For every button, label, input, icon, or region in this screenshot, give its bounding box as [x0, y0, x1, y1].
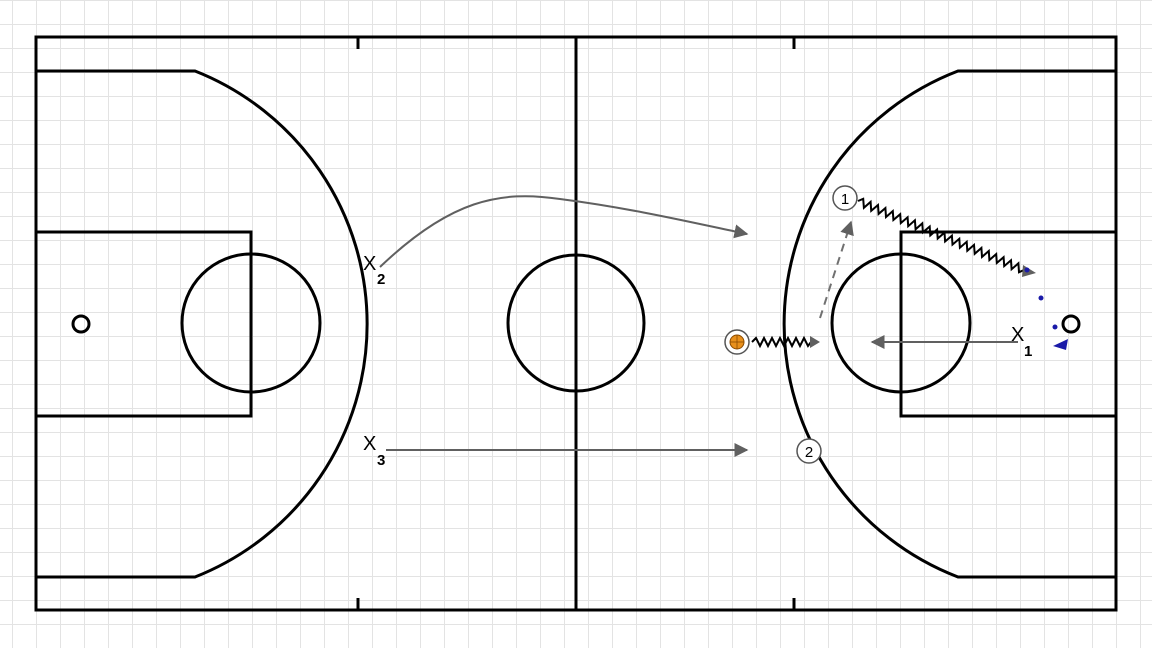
defense-player-x3: X 3 [363, 433, 385, 469]
left-key [34, 230, 253, 418]
defender-x1-letter: X [1011, 324, 1024, 346]
player-2-number: 2 [805, 444, 813, 461]
dribble-arrowhead [810, 336, 820, 348]
defender-x2-subscript: 2 [377, 271, 385, 288]
right-three-point-line [782, 69, 1116, 579]
ball-handler [724, 329, 750, 355]
center-circle [506, 253, 646, 393]
offense-player-2: 2 [796, 438, 822, 464]
screen-marker-dot [1052, 324, 1058, 330]
defender-x3-subscript: 3 [377, 452, 385, 469]
screen-marker-dot [1024, 267, 1030, 273]
defense-player-x1: X 1 [1011, 324, 1032, 360]
defender-x2-letter: X [363, 253, 376, 275]
player-1-circle [832, 185, 858, 211]
x2-move-arrow [379, 195, 749, 268]
cut-arrow [819, 220, 854, 319]
left-free-throw-circle [180, 252, 322, 394]
left-basket [71, 314, 91, 334]
player-1-number: 1 [841, 191, 849, 208]
defender-x3-letter: X [363, 433, 376, 455]
dribble-arrow [751, 335, 812, 349]
player-2-circle [796, 438, 822, 464]
dribble-arrow [857, 197, 1025, 274]
left-three-point-line [36, 69, 369, 579]
offense-player-1: 1 [832, 185, 858, 211]
screen-marker-dot [1038, 295, 1044, 301]
right-key [899, 230, 1118, 418]
defender-x1-subscript: 1 [1024, 343, 1032, 360]
defense-player-x2: X 2 [363, 253, 385, 288]
right-free-throw-circle [830, 252, 972, 394]
screen-marker-arrow [1053, 339, 1068, 350]
right-basket [1061, 314, 1081, 334]
